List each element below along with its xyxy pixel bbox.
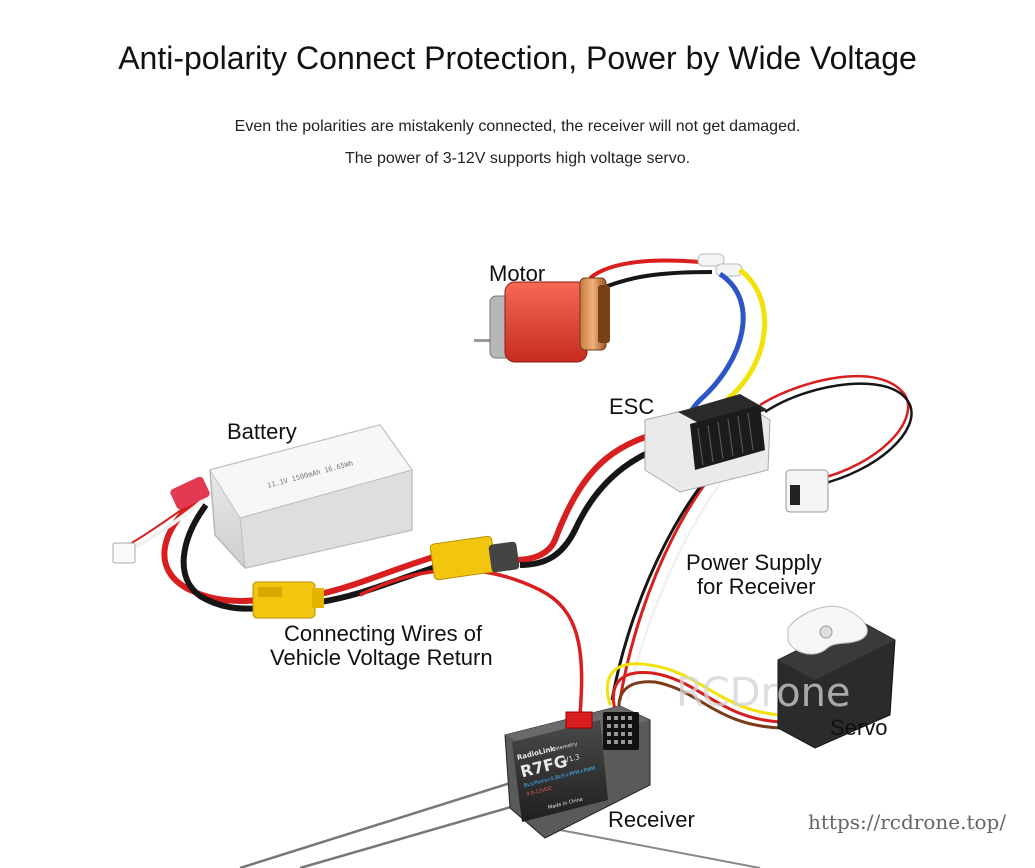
label-battery: Battery [227,419,297,444]
label-motor: Motor [489,261,545,286]
esc-red-power-wire [514,425,681,563]
motor [474,277,610,363]
esc-power-switch [785,469,829,513]
switch-red-wire [759,375,910,482]
receiver: RadioLink Telemetry R7FG V1.3 Bus/Ports=… [239,705,761,868]
subtitle-line-1: Even the polarities are mistakenly conne… [234,118,801,135]
voltage-return-wire [359,568,584,716]
xt60-connector-battery [252,581,324,619]
label-power-supply-line2: for Receiver [697,574,816,599]
switch-black-wire [764,382,913,487]
page-title: Anti-polarity Connect Protection, Power … [118,40,917,76]
servo-lead [605,662,781,717]
xt60-cross-red [319,552,441,597]
servo [777,605,896,749]
label-receiver: Receiver [608,807,695,832]
xt60-cross-black [319,562,443,605]
subtitle-line-2: The power of 3-12V supports high voltage… [344,150,691,167]
source-url: https://rcdrone.top/ [808,810,1006,834]
label-servo: Servo [830,715,887,740]
motor-leads [588,253,743,292]
esc [644,394,771,493]
battery-pack: 11.1V 1500mAh 16.65Wh [170,424,413,569]
battery-black-lead [180,503,263,612]
balance-plug [112,542,136,564]
xt60-connector-esc [429,535,520,581]
receiver-version: V1.3 [563,753,580,765]
label-esc: ESC [609,394,654,419]
label-connecting-line2: Vehicle Voltage Return [270,645,493,670]
label-connecting-line1: Connecting Wires of [284,621,483,646]
watermark: RCDrone [676,670,851,716]
label-power-supply-line1: Power Supply [686,550,822,575]
